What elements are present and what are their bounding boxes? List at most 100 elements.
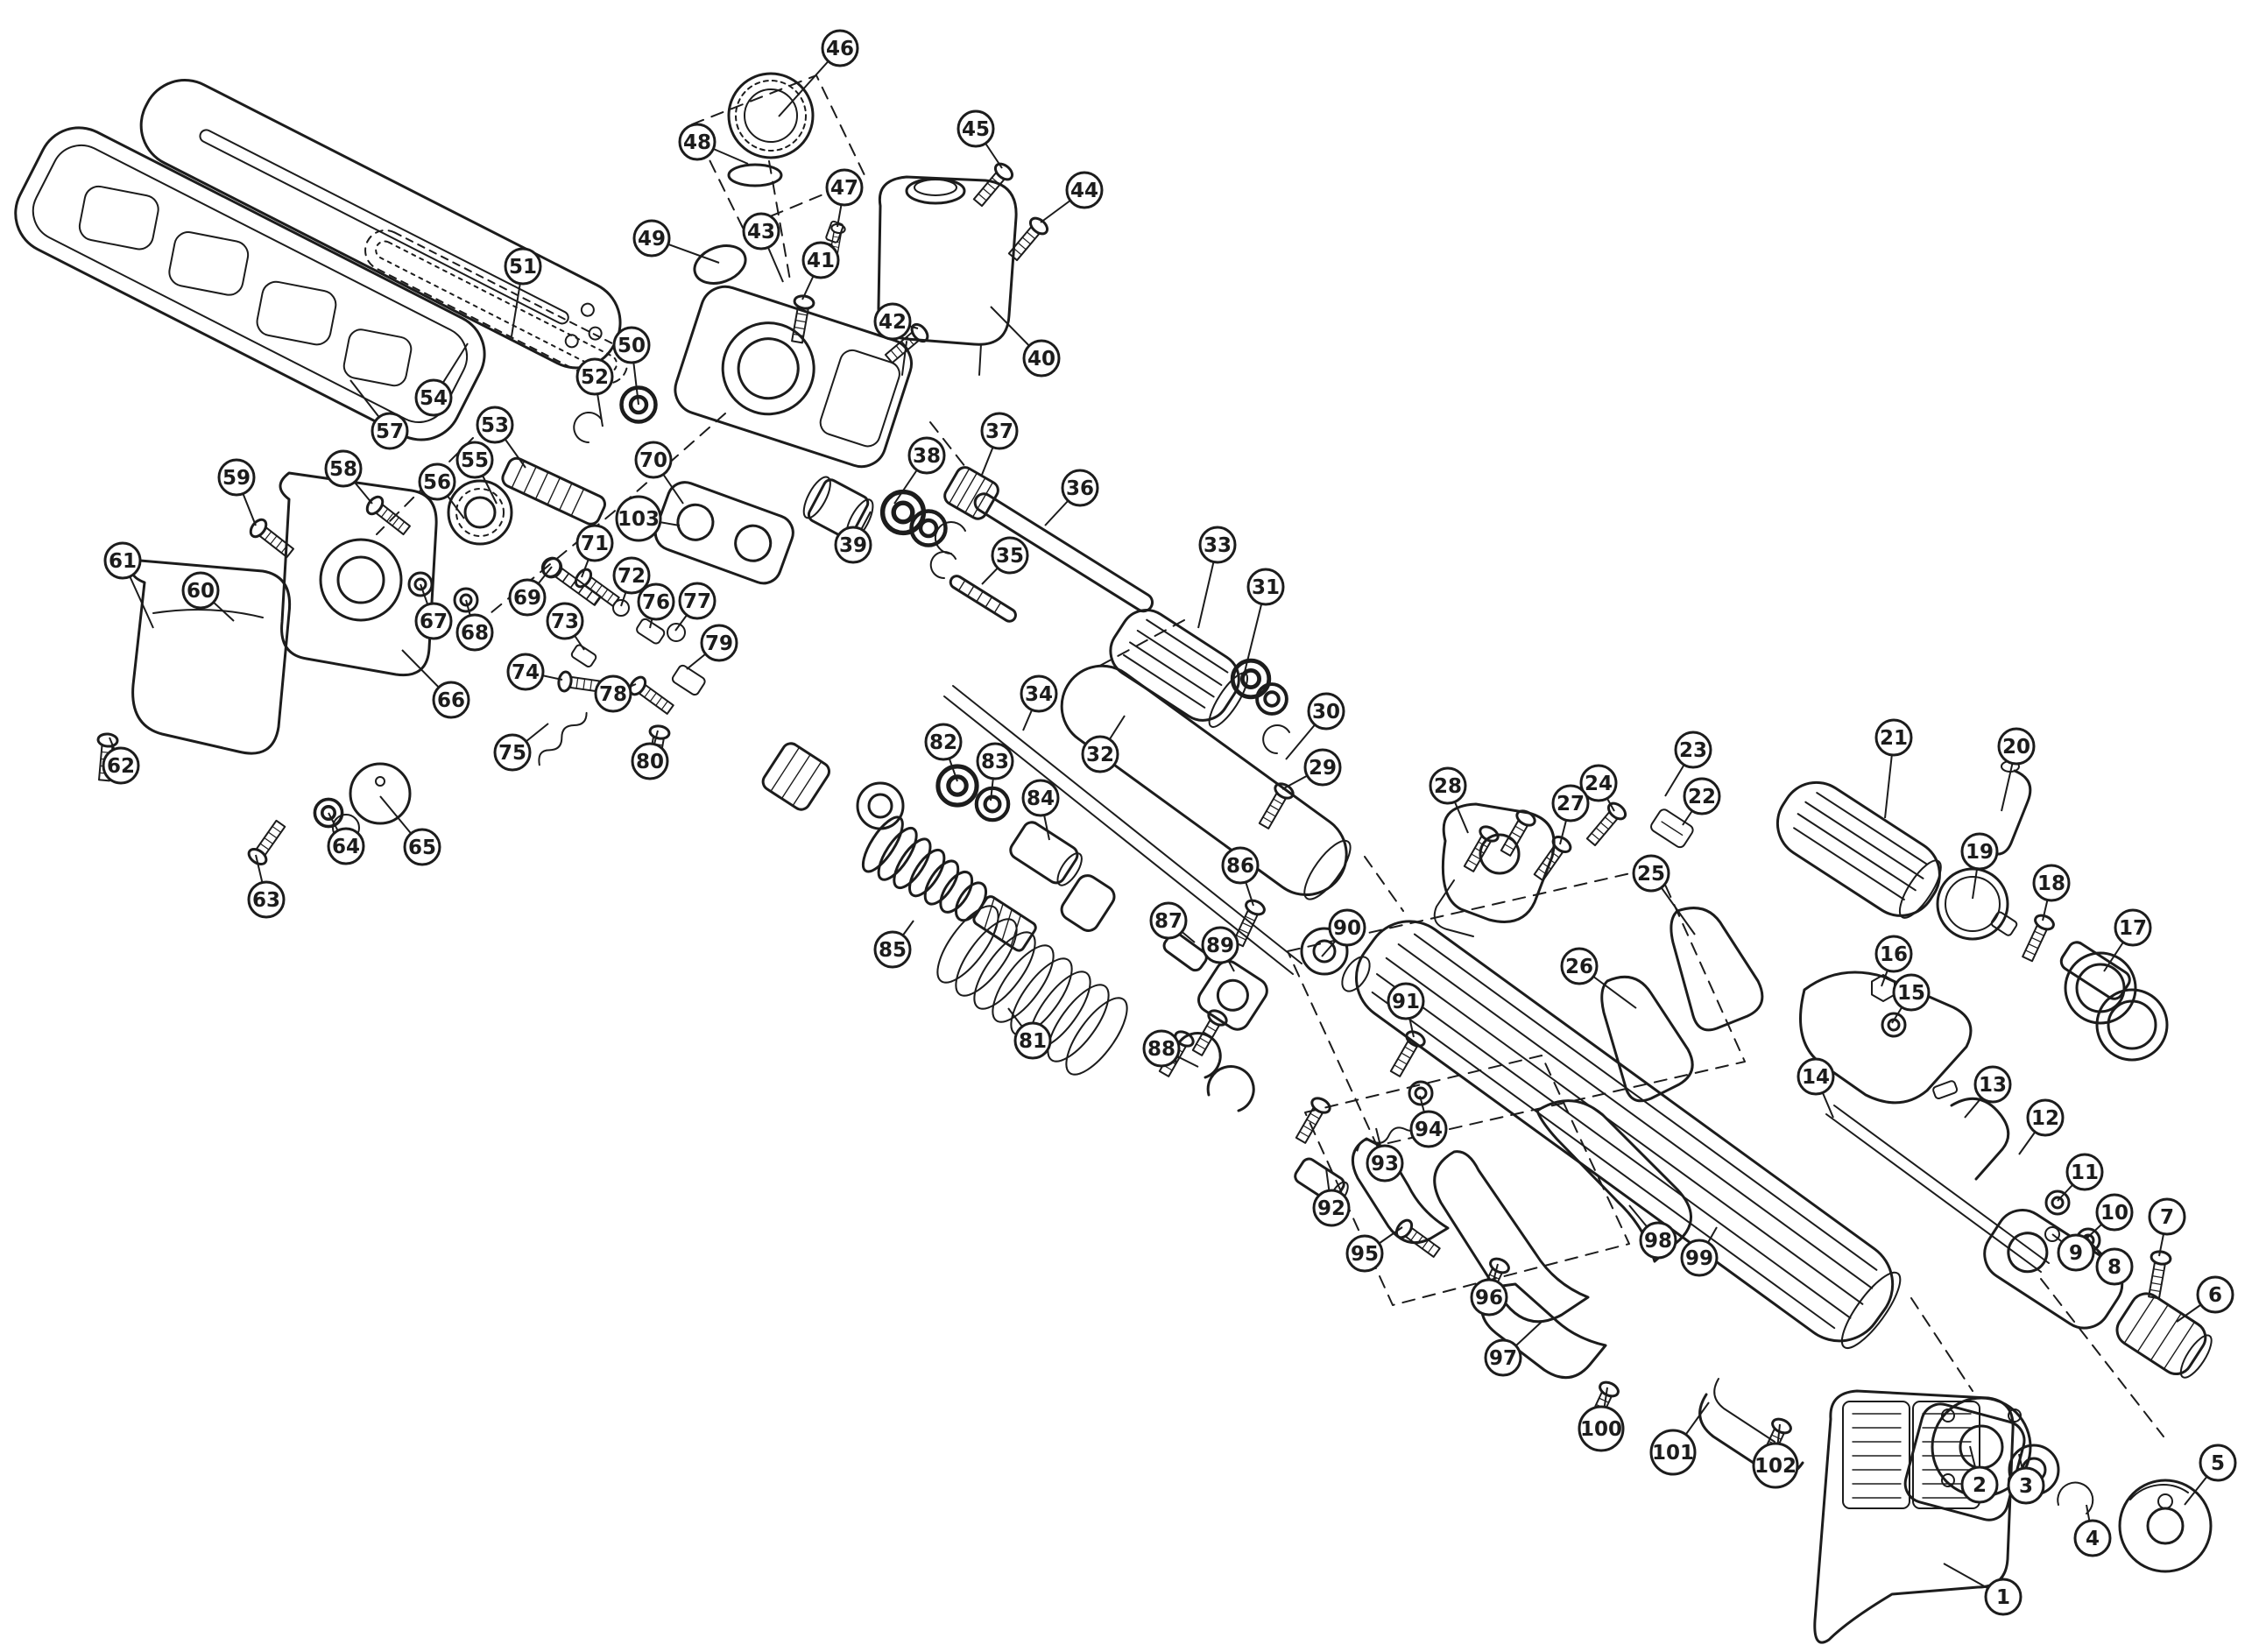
callout-number: 32 — [1086, 744, 1114, 766]
callout-43: 43 — [742, 212, 784, 283]
callout-47: 47 — [825, 168, 864, 228]
grip-bracket — [1799, 971, 1973, 1105]
callout-86: 86 — [1221, 846, 1260, 907]
callout-101: 101 — [1649, 1401, 1710, 1476]
callout-84: 84 — [1021, 779, 1060, 841]
callout-44: 44 — [1040, 171, 1104, 223]
callout-24: 24 — [1579, 764, 1618, 812]
callout-circle — [2007, 1466, 2045, 1505]
callout-circle — [634, 441, 673, 479]
callout-number: 83 — [981, 751, 1009, 773]
callout-circle — [1387, 982, 1425, 1020]
callout-number: 92 — [1317, 1197, 1345, 1220]
callout-circle — [873, 302, 912, 341]
callout-56: 56 — [418, 462, 465, 519]
callout-19: 19 — [1960, 832, 1999, 900]
callout-number: 89 — [1206, 935, 1234, 957]
callout-48: 48 — [678, 123, 749, 165]
callout-53: 53 — [476, 406, 526, 469]
callout-number: 23 — [1679, 739, 1707, 762]
callout-number: 39 — [839, 534, 867, 557]
callout-circle — [825, 168, 864, 207]
hanger-loops — [2059, 941, 2169, 1062]
callout-90: 90 — [1321, 908, 1366, 957]
callout-number: 52 — [581, 366, 609, 389]
callout-circle — [1484, 1338, 1522, 1377]
callout-13: 13 — [1964, 1065, 2012, 1119]
rear-grip — [1775, 780, 1942, 919]
callout-number: 97 — [1489, 1347, 1517, 1370]
side-plate — [279, 471, 438, 677]
callout-7: 7 — [2148, 1197, 2186, 1257]
callout-number: 95 — [1351, 1243, 1379, 1266]
callout-8: 8 — [2092, 1244, 2134, 1286]
callout-number: 54 — [420, 387, 448, 410]
callout-68: 68 — [455, 599, 494, 652]
callout-circle — [1221, 846, 1260, 885]
callout-42: 42 — [873, 302, 919, 341]
callout-26: 26 — [1560, 947, 1637, 1009]
callout-11: 11 — [2057, 1153, 2104, 1202]
callout-number: 34 — [1025, 683, 1053, 706]
inner-drive-rod — [943, 685, 2050, 1273]
callout-circle — [678, 123, 717, 161]
callout-circle — [2196, 1275, 2234, 1314]
throttle-lever — [1600, 975, 1694, 1103]
callout-number: 20 — [2002, 736, 2030, 759]
callout-number: 77 — [683, 590, 711, 613]
callout-number: 28 — [1434, 775, 1462, 798]
callout-number: 62 — [107, 755, 135, 778]
callout-number: 73 — [551, 611, 579, 633]
callout-number: 3 — [2019, 1475, 2033, 1498]
callout-number: 80 — [636, 751, 664, 773]
callout-number: 43 — [747, 221, 775, 244]
callout-73: 73 — [546, 602, 585, 651]
callout-number: 6 — [2208, 1284, 2222, 1307]
callout-circle — [980, 412, 1019, 450]
callout-50: 50 — [612, 326, 651, 406]
callout-circle — [1328, 908, 1366, 947]
callout-number: 72 — [618, 565, 646, 588]
callout-82: 82 — [924, 723, 963, 782]
callout-29: 29 — [1281, 748, 1342, 790]
callout-102: 102 — [1752, 1423, 1799, 1489]
callout-number: 86 — [1226, 855, 1254, 878]
callout-circle — [873, 930, 912, 969]
callout-number: 37 — [985, 420, 1013, 443]
callout-number: 21 — [1880, 727, 1908, 750]
shaft-coupler — [943, 466, 999, 520]
callout-circle — [1429, 766, 1467, 805]
callout-55: 55 — [455, 441, 498, 505]
callout-number: 81 — [1019, 1030, 1047, 1053]
callout-circle — [924, 723, 963, 761]
callout-circle — [371, 412, 409, 450]
callout-51: 51 — [504, 247, 542, 337]
callout-80: 80 — [631, 730, 669, 780]
callout-circle — [678, 582, 717, 620]
callout-number: 42 — [879, 311, 907, 334]
callout-circle — [493, 733, 532, 772]
callout-number: 38 — [913, 445, 941, 468]
callout-78: 78 — [594, 674, 637, 713]
callout-number: 29 — [1309, 757, 1337, 780]
callout-number: 84 — [1027, 787, 1055, 810]
cap-gasket — [693, 244, 747, 285]
callout-number: 75 — [498, 742, 526, 765]
callout-45: 45 — [957, 109, 1003, 169]
outer-tube — [1060, 664, 1352, 900]
callout-12: 12 — [2018, 1098, 2065, 1155]
callout-2: 2 — [1960, 1445, 1999, 1504]
callout-circle — [575, 357, 614, 396]
callout-66: 66 — [401, 649, 470, 719]
bearing-stack — [802, 476, 966, 580]
callout-96: 96 — [1470, 1263, 1508, 1317]
callout-17: 17 — [2103, 908, 2152, 972]
callout-81: 81 — [1007, 1007, 1052, 1060]
callout-circle — [1307, 692, 1345, 731]
callout-number: 12 — [2031, 1107, 2059, 1130]
callout-76: 76 — [637, 582, 675, 629]
callout-85: 85 — [873, 920, 914, 969]
callout-circle — [2095, 1247, 2134, 1286]
callout-number: 8 — [2107, 1256, 2121, 1279]
